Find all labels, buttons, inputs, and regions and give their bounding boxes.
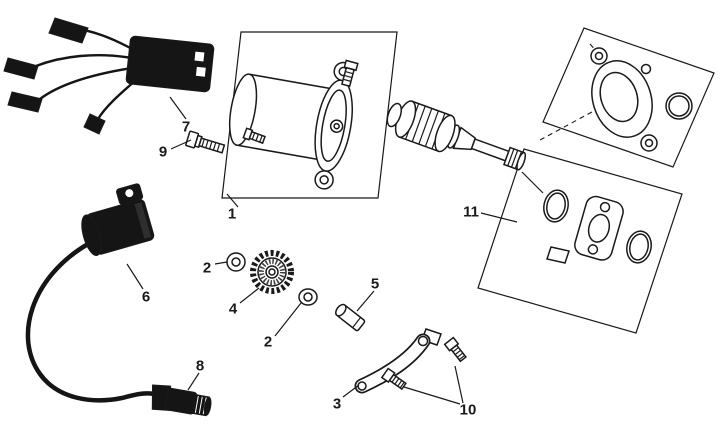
armature-tip — [386, 102, 403, 128]
gasket-set — [543, 189, 652, 264]
gasket-plate-bore — [587, 213, 611, 243]
motor-screw-top — [341, 59, 359, 88]
gasket-plate-body — [574, 195, 624, 261]
pivot-pin — [335, 303, 366, 332]
cover-body — [591, 60, 653, 138]
wire-connector-4 — [83, 113, 106, 135]
cover-tab-bottom — [640, 134, 658, 152]
cdi-unit — [3, 17, 215, 135]
bolt-10a — [443, 336, 467, 363]
retainer-clip — [546, 246, 570, 264]
o-ring-b-inner — [629, 233, 649, 261]
wire-connector-2 — [3, 57, 39, 80]
cdi-wire-2 — [34, 53, 134, 68]
callout-washer-upper: 2 — [202, 259, 212, 277]
motor-screw-left — [242, 127, 266, 145]
end-cover — [589, 43, 693, 152]
lever-arm — [354, 328, 442, 394]
gasket-group-outline — [477, 148, 683, 334]
o-ring-a-inner — [546, 192, 566, 220]
starter-drive-gear — [250, 250, 294, 294]
gear-hub — [265, 265, 279, 279]
cdi-wire-3 — [38, 66, 134, 101]
flange-ear-bottom — [314, 170, 334, 190]
wire-connector-3 — [7, 91, 43, 113]
cover-small-hole — [640, 63, 652, 75]
motor-end-cap — [228, 73, 258, 146]
alignment-line — [521, 171, 544, 194]
flange-ear-bottom-hole — [319, 175, 329, 185]
motor-shaft-hole — [333, 122, 340, 130]
callout-spark-plug-cap: 8 — [195, 357, 205, 375]
callout-starter-motor: 1 — [227, 205, 237, 223]
coil-edge-highlight — [134, 202, 152, 239]
cover-o-ring-inner — [668, 95, 690, 117]
cover-bore — [599, 71, 639, 123]
cdi-terminal-2 — [195, 66, 206, 77]
callout-flange-bolts: 10 — [459, 401, 477, 419]
bolt-10b — [380, 367, 407, 391]
spark-plug-wire — [25, 241, 157, 403]
cover-o-ring-outer — [665, 92, 693, 120]
bolt-9 — [185, 130, 226, 154]
cdi-terminal-1 — [194, 51, 205, 62]
o-ring-a-outer — [543, 189, 569, 223]
motor-group-outline — [221, 31, 398, 199]
lever-hole-top — [417, 335, 429, 347]
alignment-line-dashed — [539, 111, 593, 141]
callout-lever-arm: 3 — [332, 395, 342, 413]
end-cover-group-outline — [542, 27, 715, 168]
washer-lower — [298, 288, 318, 306]
o-ring-b-outer — [626, 230, 652, 264]
cover-tab-bottom-hole — [644, 138, 654, 148]
motor-flange-inner — [320, 89, 347, 162]
coil-mount-hole — [125, 189, 134, 198]
armature — [386, 100, 527, 171]
cdi-box-body — [125, 35, 215, 93]
callout-ignition-coil: 6 — [141, 288, 151, 306]
spark-plug-cap — [151, 384, 212, 417]
pin-end — [335, 303, 347, 317]
gear-bore — [268, 268, 276, 276]
armature-shaft — [470, 138, 510, 162]
callout-cdi-unit: 7 — [181, 118, 191, 136]
cdi-box — [125, 35, 215, 93]
ignition-coil — [81, 183, 155, 257]
gasket-plate-hole-top — [599, 201, 611, 213]
gasket-plate — [574, 195, 624, 261]
gear-rim — [257, 257, 287, 287]
callout-washer-lower: 2 — [263, 333, 273, 351]
callout-starter-drive-gear: 4 — [228, 300, 238, 318]
cover-tab-top-hole — [594, 51, 604, 61]
leader-lines — [126, 96, 518, 405]
washer-upper — [226, 252, 246, 272]
callout-mounting-bolt: 9 — [158, 143, 168, 161]
gear-knurl — [259, 259, 285, 285]
gasket-plate-hole-bottom — [587, 244, 599, 255]
wire-connector-1 — [48, 17, 89, 44]
cover-tab-top — [590, 47, 608, 65]
callout-gasket-set: 11 — [463, 203, 479, 221]
cdi-wire-4 — [96, 78, 138, 121]
callout-pivot-pin: 5 — [370, 275, 380, 293]
coil-end — [81, 214, 102, 257]
motor-shaft-boss — [329, 119, 344, 133]
starter-motor — [228, 61, 353, 190]
